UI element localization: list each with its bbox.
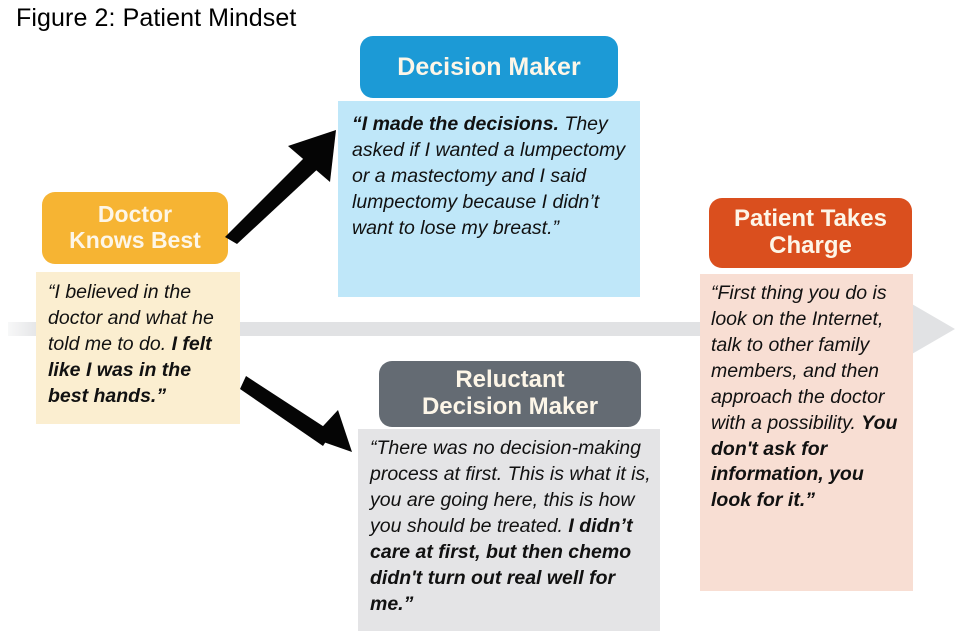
stage-header-doctor-knows-best-label: Doctor Knows Best xyxy=(69,201,201,254)
quote-panel-decision-maker: “I made the decisions. They asked if I w… xyxy=(338,101,640,297)
stage-title-line-2: Knows Best xyxy=(69,227,201,253)
arrow-to-reluctant-decision-maker-icon xyxy=(240,376,352,452)
quote-panel-doctor-knows-best: “I believed in the doctor and what he to… xyxy=(36,272,240,424)
stage-header-decision-maker: Decision Maker xyxy=(360,36,618,98)
stage-header-reluctant-decision-maker-label: Reluctant Decision Maker xyxy=(421,366,599,421)
quote-text-bold: “I made the decisions. xyxy=(352,113,559,135)
stage-title-line-1: Doctor xyxy=(97,201,173,228)
stage-header-decision-maker-label: Decision Maker xyxy=(397,53,581,81)
stage-title-line-2: Charge xyxy=(769,232,852,259)
stage-title-line-1: Patient Takes xyxy=(734,205,887,233)
quote-text-plain: “First thing you do is look on the Inter… xyxy=(711,282,887,434)
quote-panel-reluctant-decision-maker: “There was no decision-making process at… xyxy=(358,429,660,631)
stage-header-patient-takes-charge: Patient Takes Charge xyxy=(709,198,912,268)
stage-header-doctor-knows-best: Doctor Knows Best xyxy=(42,192,228,264)
quote-text-bold: You don't ask for information, you look … xyxy=(711,411,898,512)
quote-text-plain: “I believed in the doctor and what he to… xyxy=(48,281,214,355)
figure-title: Figure 2: Patient Mindset xyxy=(16,4,297,32)
quote-text-bold: I felt like I was in the best hands.” xyxy=(48,332,212,407)
stage-title-line-1: Reluctant xyxy=(455,366,565,394)
progression-timeline-arrow xyxy=(8,300,955,358)
quote-text-plain: “There was no decision-making process at… xyxy=(370,437,651,537)
arrow-to-decision-maker-icon xyxy=(225,130,336,244)
stage-header-patient-takes-charge-label: Patient Takes Charge xyxy=(734,205,887,260)
stage-header-reluctant-decision-maker: Reluctant Decision Maker xyxy=(379,361,641,427)
quote-text-plain: They asked if I wanted a lumpectomy or a… xyxy=(352,113,626,239)
quote-text-bold: I didn’t care at first, but then chemo d… xyxy=(370,514,633,615)
stage-title-line-2: Decision Maker xyxy=(421,393,599,420)
quote-panel-patient-takes-charge: “First thing you do is look on the Inter… xyxy=(700,274,913,591)
